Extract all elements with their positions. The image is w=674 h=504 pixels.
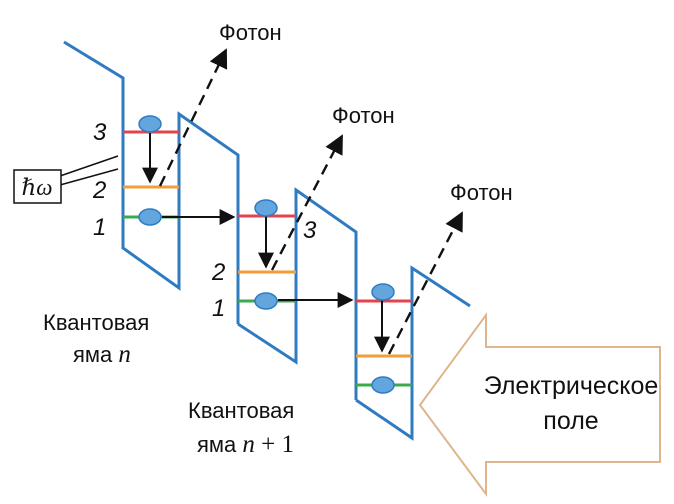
- electron-well-1-level-1: [138, 208, 162, 226]
- well-n1-caption-line2: яма n + 1: [197, 431, 294, 458]
- photon-arrows: [158, 48, 464, 355]
- level-label-3-well-2: 3: [303, 217, 317, 244]
- well-n-caption-text: яма: [73, 342, 118, 367]
- well-n1-plus-one: + 1: [255, 431, 294, 458]
- energy-levels: [123, 130, 412, 387]
- electrons: [138, 115, 395, 394]
- callout-box: [13, 169, 62, 204]
- band-segment-left: [63, 40, 240, 324]
- electron-well-3-level-3: [371, 283, 395, 301]
- photon-arrow-3: [387, 211, 464, 355]
- electron-well-3-level-1: [371, 376, 395, 394]
- level-label-2-well-2: 2: [211, 259, 225, 286]
- electric-field-arrow: [418, 311, 661, 498]
- tunneling-arrows: [162, 209, 354, 308]
- band-segment-right: [355, 265, 471, 441]
- electric-field-label-line2: поле: [543, 407, 598, 435]
- callout-line-upper: [59, 155, 119, 177]
- conduction-band: [63, 40, 471, 441]
- callout-line-lower: [59, 168, 119, 186]
- well-n-caption-line1: Квантовая: [43, 310, 149, 335]
- photon-energy-callout: ℏω: [13, 155, 119, 204]
- well-n-symbol: n: [118, 341, 131, 368]
- photon-label-2: Фотон: [332, 103, 395, 128]
- level-label-1-well-1: 1: [93, 214, 106, 241]
- level-label-1-well-2: 1: [212, 295, 225, 322]
- level-label-3-well-1: 3: [93, 119, 107, 146]
- photon-arrow-1: [158, 48, 228, 187]
- photon-label-1: Фотон: [219, 20, 282, 45]
- electric-field-label-line1: Электрическое: [484, 372, 659, 400]
- transition-arrows: [142, 133, 390, 353]
- photon-arrow-2: [270, 134, 344, 271]
- well-n1-caption-line1: Квантовая: [188, 398, 294, 423]
- electron-well-2-level-1: [254, 292, 278, 310]
- level-label-2-well-1: 2: [92, 177, 106, 204]
- photon-label-3: Фотон: [450, 180, 513, 205]
- electron-well-2-level-3: [254, 199, 278, 217]
- well-n-caption-line2: яма n: [73, 341, 131, 368]
- electron-well-1-level-3: [138, 115, 162, 133]
- well-n1-symbol: n: [242, 431, 255, 458]
- band-segment-middle: [237, 187, 358, 400]
- hbar-omega-label: ℏω: [21, 175, 52, 200]
- well-n1-caption-text: яма: [197, 432, 242, 457]
